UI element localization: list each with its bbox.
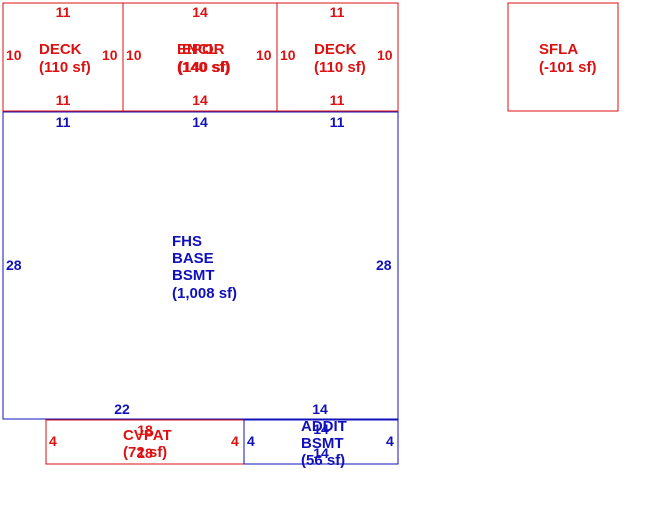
- cvpat-dim-bottom: 18: [137, 445, 153, 461]
- fhs-dim-top-b: 14: [192, 114, 208, 130]
- epor-label-area: (140 sf): [178, 59, 231, 76]
- deck-right-dim-top: 11: [330, 4, 345, 20]
- fhs-dim-top-c: 11: [330, 114, 345, 130]
- deck-right-dim-bottom: 11: [330, 92, 345, 108]
- addit-dim-left: 4: [247, 433, 255, 449]
- encl-label-name: ENCL: [177, 41, 218, 58]
- addit-dim-top: 14: [313, 421, 329, 437]
- addit-line-1: ADDIT: [301, 418, 347, 435]
- cvpat-dim-right: 4: [231, 433, 239, 449]
- addit-dim-right: 4: [386, 433, 394, 449]
- sfla-name: SFLA: [539, 41, 578, 58]
- deck-right-dim-left: 10: [280, 47, 296, 63]
- fhs-line-2: BASE: [172, 250, 214, 267]
- addit-bsmt-outline: [243, 419, 399, 465]
- addit-line-2: BSMT: [301, 435, 344, 452]
- epor-dim-top: 14: [192, 4, 208, 20]
- addit-area: (56 sf): [301, 452, 345, 469]
- cvpat-dim-left: 4: [49, 433, 57, 449]
- fhs-dim-top-a: 11: [56, 114, 71, 130]
- deck-right-name: DECK: [314, 41, 357, 58]
- deck-left-dim-bottom: 11: [56, 92, 71, 108]
- epor-dim-left: 10: [126, 47, 142, 63]
- deck-right-outline: [276, 2, 399, 112]
- cvpat-name: CVPAT: [123, 427, 172, 444]
- deck-left-dim-right: 10: [102, 47, 118, 63]
- epor-dim-bottom: 14: [192, 92, 208, 108]
- fhs-dim-right: 28: [376, 257, 392, 273]
- deck-left-name: DECK: [39, 41, 82, 58]
- deck-left-area: (110 sf): [39, 59, 91, 76]
- deck-right-dim-right: 10: [377, 47, 393, 63]
- fhs-line-3: BSMT: [172, 267, 215, 284]
- sfla-outline: [507, 2, 619, 112]
- epor-dim-right: 10: [256, 47, 272, 63]
- deck-left-dim-left: 10: [6, 47, 22, 63]
- fhs-area: (1,008 sf): [172, 285, 237, 302]
- encl-label-area: (140 sf): [177, 59, 230, 76]
- fhs-base-outline: [2, 111, 399, 420]
- fhs-dim-left: 28: [6, 257, 22, 273]
- deck-left-dim-top: 11: [56, 4, 71, 20]
- sfla-area: (-101 sf): [539, 59, 597, 76]
- fhs-dim-bottom-b: 14: [312, 401, 328, 417]
- deck-right-area: (110 sf): [314, 59, 366, 76]
- addit-dim-bottom: 14: [313, 445, 329, 461]
- fhs-dim-bottom-a: 22: [114, 401, 130, 417]
- cvpat-area: (72 sf): [123, 444, 167, 461]
- fhs-line-1: FHS: [172, 233, 202, 250]
- cvpat-dim-top: 18: [137, 422, 153, 438]
- epor-label-name: EPOR: [182, 41, 225, 58]
